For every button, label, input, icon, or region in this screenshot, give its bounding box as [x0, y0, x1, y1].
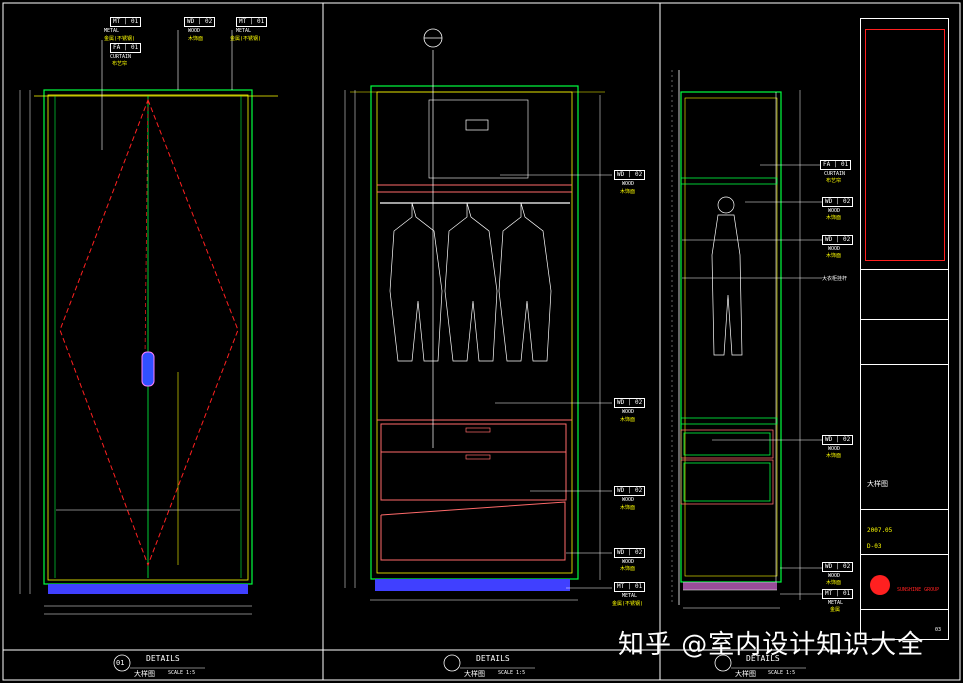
door-handle-icon	[141, 351, 155, 387]
tag-left-4-sub: CURTAIN	[110, 54, 132, 60]
tag-right-4: WD | 02	[822, 435, 854, 445]
tag-mid-3: WD | 02	[614, 486, 646, 496]
watermark: 知乎 @室内设计知识大全	[618, 630, 925, 660]
tag-right-4-sub2: 木饰面	[826, 453, 842, 459]
right-note: 大衣柜挂杆	[822, 276, 848, 282]
rail-section-icon	[717, 196, 735, 214]
company-logo-icon	[870, 575, 890, 595]
caption-right-scale: SCALE 1:5	[768, 670, 796, 676]
tag-right-4-sub: WOOD	[828, 446, 841, 452]
caption-right-title: 大样图	[735, 670, 756, 678]
tag-left-2: WD | 02	[184, 17, 216, 27]
right-section	[671, 70, 822, 609]
plinth	[48, 584, 248, 594]
caption-left-title: 大样图	[134, 670, 155, 678]
notes-area	[865, 29, 945, 261]
tag-mid-3-sub: WOOD	[622, 497, 635, 503]
middle-plinth	[375, 579, 570, 591]
tag-right-2-sub2: 木饰面	[826, 215, 842, 221]
left-elevation	[19, 30, 278, 615]
tag-left-3: MT | 01	[236, 17, 268, 27]
caption-left-number: 01	[116, 659, 125, 667]
tag-right-6-sub: METAL	[828, 600, 844, 606]
tag-right-1-sub: CURTAIN	[824, 171, 846, 177]
title-block: 大样图 2007.05 D-03 SUNSHINE GROUP 03	[860, 18, 949, 640]
caption-middle-title: 大样图	[464, 670, 485, 678]
coat-side-icon	[711, 214, 743, 356]
tag-left-4-sub2: 布艺帘	[112, 61, 128, 67]
tag-left-4: FA | 01	[110, 43, 142, 53]
tag-mid-3-sub2: 木饰面	[620, 505, 636, 511]
caption-marker-left	[113, 654, 131, 672]
tag-right-5: WD | 02	[822, 562, 854, 572]
tag-left-1: MT | 01	[110, 17, 142, 27]
tag-left-1-sub: METAL	[104, 28, 120, 34]
coat-hangers-icon	[389, 202, 552, 362]
tag-left-2-sub2: 木饰面	[188, 36, 204, 42]
caption-left-scale: SCALE 1:5	[168, 670, 196, 676]
tag-mid-5: MT | 01	[614, 582, 646, 592]
title-block-page: 03	[935, 627, 942, 633]
caption-left-details: DETAILS	[146, 654, 180, 663]
tag-mid-1: WD | 02	[614, 170, 646, 180]
tag-right-6-sub2: 金属	[830, 607, 841, 613]
caption-middle-details: DETAILS	[476, 654, 510, 663]
title-block-sheet: D-03	[867, 543, 882, 550]
tag-mid-4-sub2: 木饰面	[620, 566, 636, 572]
title-block-date: 2007.05	[867, 527, 893, 534]
title-block-company: SUNSHINE GROUP	[897, 587, 940, 593]
tag-right-2-sub: WOOD	[828, 208, 841, 214]
tag-right-5-sub2: 木饰面	[826, 580, 842, 586]
tag-left-3-sub2: 金属(不锈钢)	[230, 36, 262, 42]
tag-mid-5-sub2: 金属(不锈钢)	[612, 601, 644, 607]
tag-right-1: FA | 01	[820, 160, 852, 170]
bag-icon	[465, 119, 489, 131]
tag-right-5-sub: WOOD	[828, 573, 841, 579]
diamond-pattern	[59, 98, 239, 567]
upper-compartment	[428, 99, 529, 179]
caption-middle-scale: SCALE 1:5	[498, 670, 526, 676]
tag-right-6: MT | 01	[822, 589, 854, 599]
tag-right-3-sub2: 木饰面	[826, 253, 842, 259]
tag-mid-4: WD | 02	[614, 548, 646, 558]
tag-right-3: WD | 02	[822, 235, 854, 245]
tag-mid-4-sub: WOOD	[622, 559, 635, 565]
tag-mid-2: WD | 02	[614, 398, 646, 408]
tag-mid-1-sub: WOOD	[622, 181, 635, 187]
tag-left-2-sub: WOOD	[188, 28, 201, 34]
tag-mid-5-sub: METAL	[622, 593, 638, 599]
tag-right-1-sub2: 布艺帘	[826, 178, 842, 184]
tag-right-3-sub: WOOD	[828, 246, 841, 252]
tag-right-2: WD | 02	[822, 197, 854, 207]
caption-marker-right	[714, 654, 732, 672]
caption-marker-middle	[443, 654, 461, 672]
tag-left-1-sub2: 金属(不锈钢)	[104, 36, 136, 42]
tag-left-3-sub: METAL	[236, 28, 252, 34]
caption-right-details: DETAILS	[746, 654, 780, 663]
title-block-drawing-title: 大样图	[867, 480, 888, 488]
tag-mid-1-sub2: 木饰面	[620, 189, 636, 195]
drawer-2	[380, 451, 567, 501]
tag-mid-2-sub2: 木饰面	[620, 417, 636, 423]
tag-mid-2-sub: WOOD	[622, 409, 635, 415]
middle-elevation	[344, 28, 612, 601]
